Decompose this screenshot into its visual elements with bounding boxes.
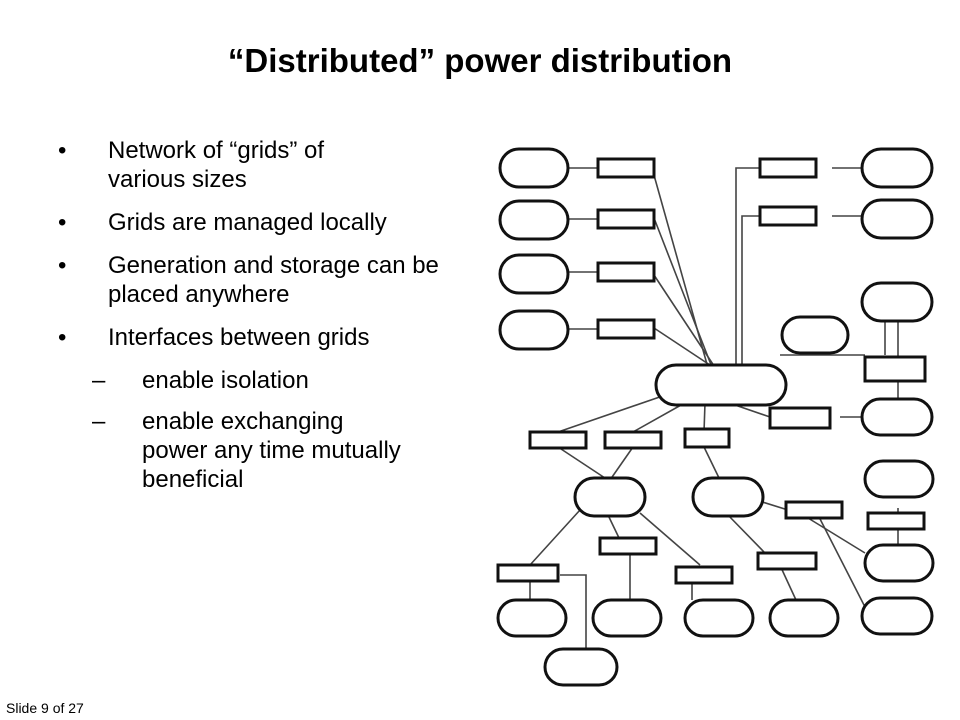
grid-node <box>498 147 570 189</box>
grid-node <box>863 459 935 499</box>
grid-node <box>496 598 568 638</box>
bullet-text: Generation and storage can be placed any… <box>108 252 439 308</box>
connector-line <box>639 512 701 566</box>
grid-interface <box>596 261 656 283</box>
grid-node <box>573 476 647 518</box>
grid-interface <box>496 563 560 583</box>
grid-interface <box>784 500 844 520</box>
bullet-item: • Generation and storage can be placed a… <box>58 251 488 309</box>
grid-interface <box>603 430 663 450</box>
sub-bullet-text: enable isolation <box>142 367 309 394</box>
grid-node <box>860 147 934 189</box>
connector-line <box>651 271 721 376</box>
grid-node <box>860 596 934 636</box>
bullet-item: • Grids are managed locally <box>58 208 488 237</box>
grid-interface <box>866 511 926 531</box>
connector-line <box>651 167 711 376</box>
grid-node <box>691 476 765 518</box>
grid-interface <box>758 205 818 227</box>
connector-line <box>807 517 866 554</box>
connector-line <box>734 404 771 418</box>
connector-line <box>653 217 716 376</box>
grid-interface <box>596 208 656 230</box>
grid-interface <box>863 355 927 383</box>
grid-network-diagram <box>496 147 935 687</box>
connector-line <box>607 514 621 541</box>
slide-title: “Distributed” power distribution <box>227 42 733 79</box>
grid-node <box>860 397 934 437</box>
grid-node <box>860 198 934 240</box>
connector-line <box>703 446 721 481</box>
interface-boxes <box>496 157 927 585</box>
connector-line <box>529 509 581 566</box>
grid-nodes <box>496 147 935 687</box>
connector-line <box>741 215 760 375</box>
grid-node <box>780 315 850 355</box>
grid-interface <box>596 318 656 340</box>
connector-line <box>817 514 866 608</box>
grid-node <box>860 281 934 323</box>
connector-lines <box>529 167 899 664</box>
grid-interface <box>758 157 818 179</box>
grid-node <box>768 598 840 638</box>
bullet-text: Network of “grids” of various sizes <box>108 137 325 193</box>
bullet-dot: • <box>58 209 67 236</box>
connector-line <box>735 167 760 375</box>
grid-node <box>498 253 570 295</box>
connector-line <box>725 512 766 554</box>
slide-number: Slide 9 of 27 <box>6 700 84 716</box>
grid-node <box>683 598 755 638</box>
grid-node <box>498 199 570 241</box>
central-grid-node <box>654 363 788 407</box>
connector-line <box>557 446 609 481</box>
sub-bullet-item: – enable exchanging power any time mutua… <box>58 407 488 494</box>
grid-node <box>498 309 570 351</box>
grid-node <box>543 647 619 687</box>
grid-node <box>591 598 663 638</box>
bullet-item: • Network of “grids” of various sizes <box>58 136 488 194</box>
bullet-dot: • <box>58 137 67 164</box>
sub-bullet-dash: – <box>92 367 106 394</box>
grid-interface <box>768 406 832 430</box>
grid-interface <box>528 430 588 450</box>
bullet-item: • Interfaces between grids <box>58 323 488 352</box>
bullet-list: • Network of “grids” of various sizes • … <box>58 136 488 506</box>
bullet-dot: • <box>58 324 67 351</box>
sub-bullet-text: enable exchanging power any time mutuall… <box>142 408 401 493</box>
sub-bullet-item: – enable isolation <box>58 366 488 395</box>
bullet-text: Grids are managed locally <box>108 209 387 236</box>
bullet-text: Interfaces between grids <box>108 324 370 351</box>
grid-interface <box>683 427 731 449</box>
connector-line <box>703 402 706 433</box>
bullet-dot: • <box>58 252 67 279</box>
connector-line <box>609 446 634 481</box>
grid-interface <box>756 551 818 571</box>
grid-interface <box>674 565 734 585</box>
grid-interface <box>598 536 658 556</box>
grid-interface <box>596 157 656 179</box>
grid-node <box>863 543 935 583</box>
sub-bullet-dash: – <box>92 408 106 435</box>
